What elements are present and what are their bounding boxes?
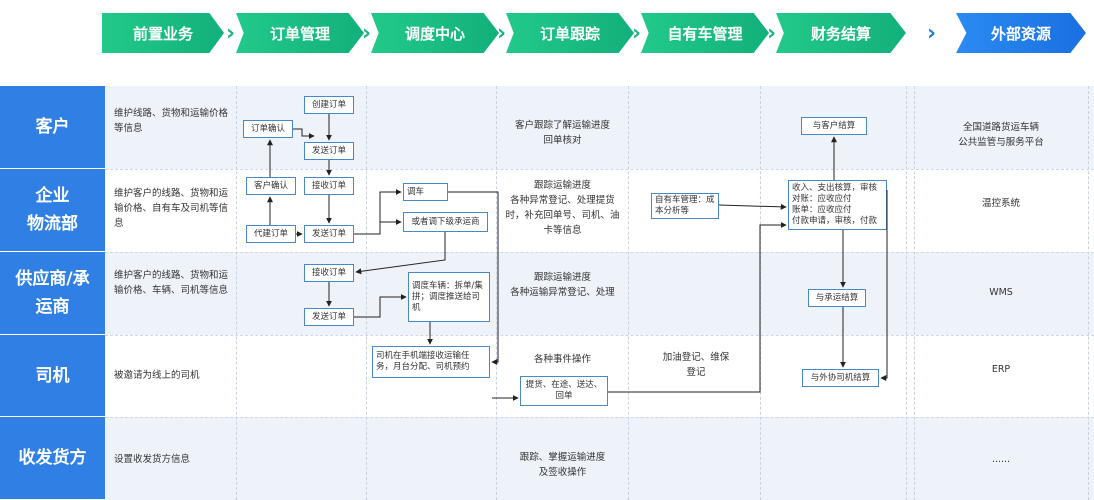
arrow [355,232,446,275]
tracking-enterprise-text: 跟踪运输进度 各种异常登记、处理提货时，补充回单号、司机、油卡等信息 [505,180,620,236]
stage-external-resources: 外部资源 [956,13,1086,53]
tracking-driver-ops-text: 各种事件操作 [533,354,591,365]
send-order-box-2: 发送订单 [304,225,354,243]
row-divider [105,417,1094,418]
arrow [448,191,499,365]
create-order-box: 创建订单 [304,96,354,114]
front-consignee-text: 设置收发货方信息 [114,454,191,465]
column-divider [914,86,915,500]
role-supplier-carrier: 供应商/承 运商 [0,252,105,335]
settle-carrier-box: 与承运结算 [808,289,866,307]
receive-order-box-1: 接收订单 [304,177,354,195]
arrow [293,128,315,139]
external-platform-text: 全国道路货运车辆 公共监管与服务平台 [958,122,1044,148]
stage-dispatch-center: 调度中心 [371,13,499,53]
external-temp-system-text: 温控系统 [981,198,1020,209]
front-customer-text: 维护线路、货物和运输价格等信息 [114,108,229,134]
front-enterprise-text: 维护客户的线路、货物和运输价格、自有车及司机等信息 [114,188,229,229]
role-consignee: 收发货方 [0,417,105,500]
front-driver-text: 被邀请为线上的司机 [114,370,200,381]
supplier-dispatch-box: 调度车辆：拆单/集拼；调度推送给司机 [408,272,490,322]
proxy-create-order-box: 代建订单 [246,225,296,243]
column-divider [906,86,907,500]
row-divider [105,335,1094,336]
stage-finance: 财务结算 [776,13,906,53]
chevron-right-icon: › [927,21,937,46]
column-divider [628,86,629,500]
arrow [718,203,787,210]
arrow [354,189,402,235]
arrow [880,190,888,381]
column-divider [236,86,237,500]
row-divider [105,252,1094,253]
external-wms-text: WMS [989,287,1013,298]
chevron-right-icon: › [632,21,642,46]
chevron-right-icon: › [767,21,777,46]
chevron-right-icon: › [226,21,236,46]
receive-order-box-2: 接收订单 [304,264,354,282]
chevron-right-icon: › [362,21,372,46]
stage-order-management: 订单管理 [236,13,364,53]
row-divider [105,169,1094,170]
arrow [608,222,787,393]
dispatch-car-box: 调车 [403,183,448,201]
front-supplier-text: 维护客户的线路、货物和运输价格、车辆、司机等信息 [114,270,229,296]
send-order-box-1: 发送订单 [304,142,354,160]
tracking-consignee-text: 跟踪、掌握运输进度 及签收操作 [519,452,606,478]
stage-order-tracking: 订单跟踪 [506,13,634,53]
stage-own-car: 自有车管理 [641,13,769,53]
order-confirm-box: 订单确认 [243,120,293,138]
role-enterprise-logistics: 企业 物流部 [0,169,105,252]
row-customer-bg [0,86,1094,169]
column-divider [496,86,497,500]
tracking-customer-text: 客户跟踪了解运输进度 回单核对 [514,120,610,146]
driver-events-box: 提货、在途、送达、回单 [520,376,608,406]
column-divider [366,86,367,500]
chevron-right-icon: › [497,21,507,46]
own-car-mgmt-box: 自有车管理：成本分析等 [651,193,719,219]
send-order-box-3: 发送订单 [304,308,354,326]
column-divider [1088,86,1089,500]
external-erp-text: ERP [991,364,1011,375]
row-supplier-bg [0,252,1094,335]
fuel-maintenance-text: 加油登记、维保登记 [662,352,730,378]
driver-receive-task-box: 司机在手机端接收运输任务，月台分配、司机预约 [372,346,490,378]
settle-driver-box: 与外协司机结算 [802,369,879,387]
stage-bar: 前置业务 › 订单管理 › 调度中心 › 订单跟踪 › 自有车管理 › 财务结算… [0,13,1094,55]
finance-detail-box: 收入、支出核算，审核 对账：应收应付 账单：应收应付 付款申请，审核，付款 [788,180,887,230]
row-consignee-bg [0,417,1094,500]
tracking-supplier-text: 跟踪运输进度 各种运输异常登记、处理 [510,272,615,298]
external-more-text: ...... [991,454,1011,465]
dispatch-sub-carrier-box: 或者调下级承运商 [403,212,488,232]
customer-confirm-box: 客户确认 [246,177,296,195]
stage-front-business: 前置业务 [102,13,224,53]
role-driver: 司机 [0,335,105,417]
arrow [354,294,407,318]
role-customer: 客户 [0,86,105,169]
settle-customer-box: 与客户结算 [801,117,867,135]
